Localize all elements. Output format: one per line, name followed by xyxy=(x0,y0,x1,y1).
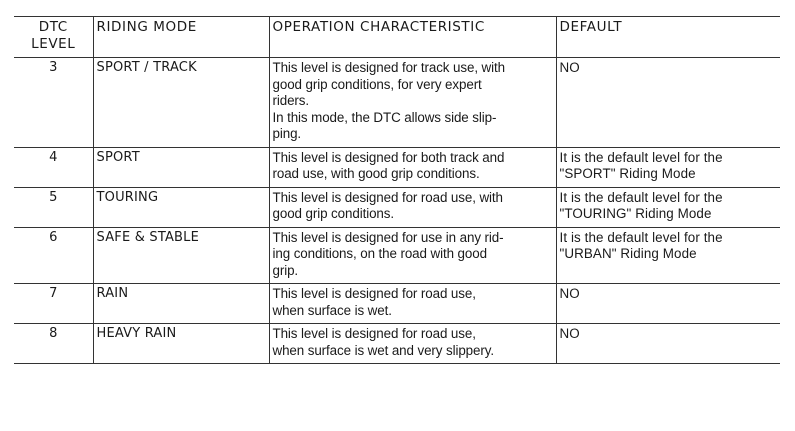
header-dtc-level: DTC LEVEL xyxy=(14,16,93,58)
dtc-level-table: DTC LEVEL RIDING MODE OPERATION CHARACTE… xyxy=(14,16,780,364)
default-cell: NO xyxy=(555,283,780,324)
operation-characteristic-cell: This level is designed for both track an… xyxy=(268,146,556,188)
default-cell: It is the default level for the "SPORT" … xyxy=(555,146,780,188)
operation-characteristic-cell: This level is designed for road use, whe… xyxy=(268,323,556,364)
table-row: 7 RAIN This level is designed for road u… xyxy=(14,283,780,324)
header-operation-characteristic: OPERATION CHARACTERISTIC xyxy=(268,16,556,58)
default-cell: NO xyxy=(555,57,780,148)
operation-characteristic-cell: This level is designed for use in any ri… xyxy=(268,226,556,284)
dtc-level-cell: 3 xyxy=(14,57,93,148)
operation-characteristic-cell: This level is designed for road use, wit… xyxy=(268,186,556,228)
riding-mode-cell: HEAVY RAIN xyxy=(92,323,269,364)
riding-mode-cell: SAFE & STABLE xyxy=(92,226,269,284)
table-body: 3 SPORT / TRACK This level is designed f… xyxy=(14,57,780,364)
riding-mode-cell: SPORT / TRACK xyxy=(92,57,269,148)
default-cell: It is the default level for the "TOURING… xyxy=(555,186,780,228)
table-header: DTC LEVEL RIDING MODE OPERATION CHARACTE… xyxy=(14,16,780,58)
riding-mode-cell: RAIN xyxy=(92,283,269,324)
default-cell: It is the default level for the "URBAN" … xyxy=(555,226,780,284)
operation-characteristic-cell: This level is designed for track use, wi… xyxy=(268,57,556,148)
default-cell: NO xyxy=(555,323,780,364)
dtc-level-cell: 6 xyxy=(14,226,93,284)
header-riding-mode: RIDING MODE xyxy=(92,16,269,58)
table-row: 4 SPORT This level is designed for both … xyxy=(14,146,780,188)
operation-characteristic-cell: This level is designed for road use, whe… xyxy=(268,283,556,324)
header-default: DEFAULT xyxy=(555,16,780,58)
dtc-level-cell: 5 xyxy=(14,186,93,228)
riding-mode-cell: SPORT xyxy=(92,146,269,188)
table-row: 5 TOURING This level is designed for roa… xyxy=(14,186,780,228)
dtc-level-cell: 8 xyxy=(14,323,93,364)
table-row: 6 SAFE & STABLE This level is designed f… xyxy=(14,226,780,284)
table-row: 3 SPORT / TRACK This level is designed f… xyxy=(14,57,780,148)
dtc-level-cell: 7 xyxy=(14,283,93,324)
riding-mode-cell: TOURING xyxy=(92,186,269,228)
table-row: 8 HEAVY RAIN This level is designed for … xyxy=(14,323,780,364)
dtc-level-cell: 4 xyxy=(14,146,93,188)
header-row: DTC LEVEL RIDING MODE OPERATION CHARACTE… xyxy=(14,16,780,58)
